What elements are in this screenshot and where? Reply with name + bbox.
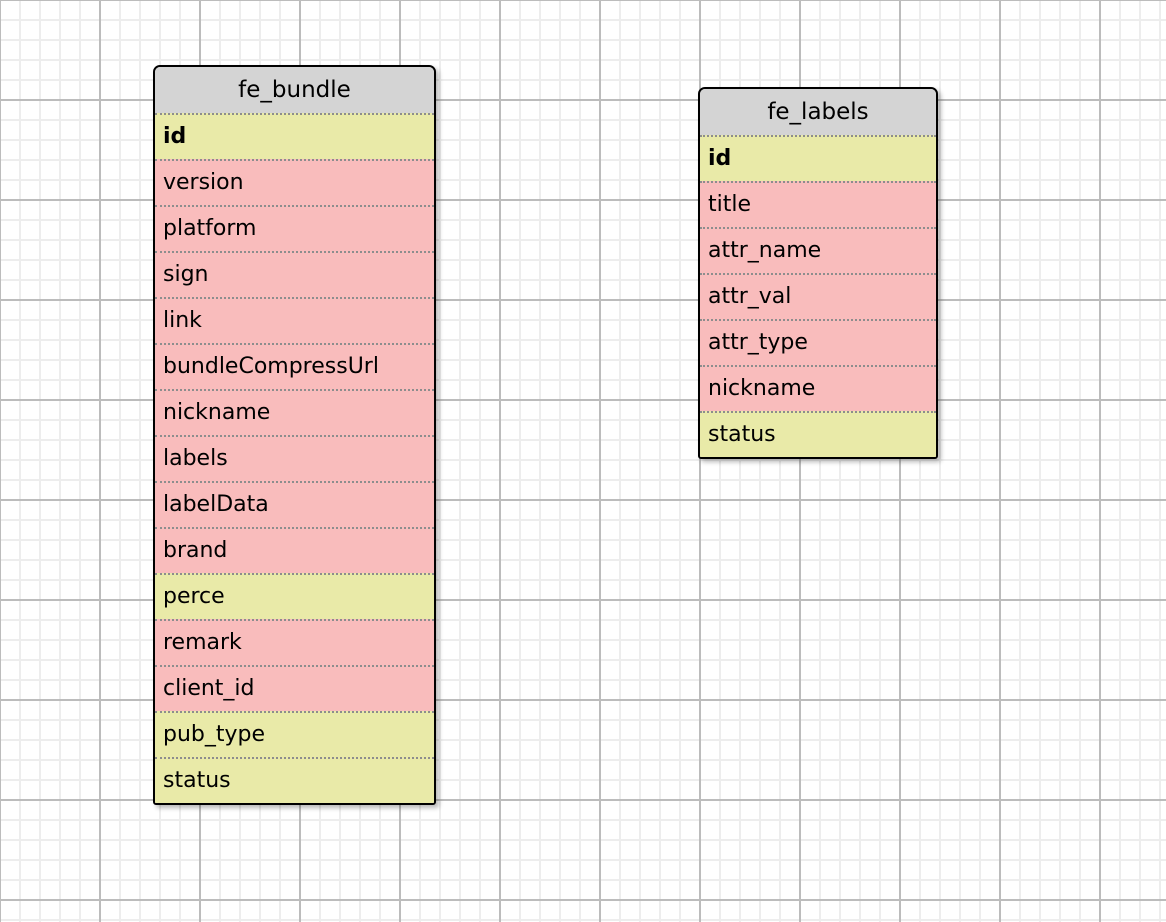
entity-field[interactable]: title xyxy=(700,181,936,227)
entity-title-fe-labels: fe_labels xyxy=(700,89,936,135)
entity-title-fe-bundle: fe_bundle xyxy=(155,67,434,113)
entity-field[interactable]: pub_type xyxy=(155,711,434,757)
entity-field-primary-key[interactable]: id xyxy=(700,135,936,181)
entity-field[interactable]: bundleCompressUrl xyxy=(155,343,434,389)
entity-field[interactable]: status xyxy=(155,757,434,803)
entity-field[interactable]: sign xyxy=(155,251,434,297)
entity-field[interactable]: attr_type xyxy=(700,319,936,365)
entity-field[interactable]: attr_name xyxy=(700,227,936,273)
entity-field[interactable]: brand xyxy=(155,527,434,573)
entity-field[interactable]: status xyxy=(700,411,936,457)
entity-field[interactable]: labelData xyxy=(155,481,434,527)
entity-field[interactable]: nickname xyxy=(155,389,434,435)
entity-field[interactable]: attr_val xyxy=(700,273,936,319)
entity-field[interactable]: client_id xyxy=(155,665,434,711)
entity-field[interactable]: labels xyxy=(155,435,434,481)
entity-field-primary-key[interactable]: id xyxy=(155,113,434,159)
entity-field[interactable]: remark xyxy=(155,619,434,665)
entity-field[interactable]: version xyxy=(155,159,434,205)
entity-field[interactable]: nickname xyxy=(700,365,936,411)
entity-field[interactable]: link xyxy=(155,297,434,343)
entity-field[interactable]: platform xyxy=(155,205,434,251)
entity-field[interactable]: perce xyxy=(155,573,434,619)
